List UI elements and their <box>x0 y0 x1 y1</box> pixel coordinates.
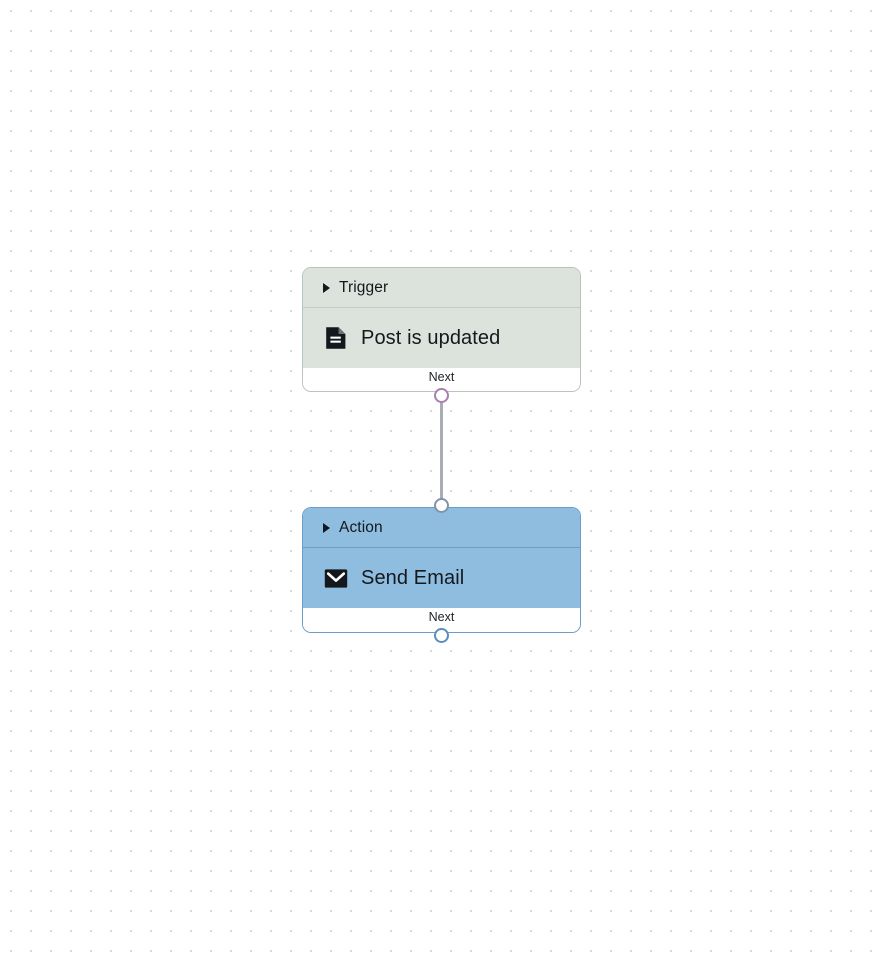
node-action-body[interactable]: Send Email <box>303 548 580 608</box>
chevron-right-icon[interactable] <box>323 282 330 293</box>
node-trigger-footer-label: Next <box>428 370 455 384</box>
node-trigger-title: Post is updated <box>361 326 501 349</box>
node-trigger[interactable]: Trigger Post is updated Next <box>302 267 581 392</box>
node-action[interactable]: Action Send Email Next <box>302 507 581 633</box>
port-action-source[interactable] <box>434 628 449 643</box>
node-trigger-header[interactable]: Trigger <box>303 268 580 307</box>
node-action-header-label: Action <box>339 518 383 536</box>
node-trigger-footer[interactable]: Next <box>303 368 580 391</box>
port-action-target[interactable] <box>434 498 449 513</box>
port-trigger-source[interactable] <box>434 388 449 403</box>
document-icon <box>323 325 349 351</box>
node-trigger-header-label: Trigger <box>339 278 389 296</box>
node-action-header[interactable]: Action <box>303 508 580 547</box>
node-action-footer-label: Next <box>428 610 455 624</box>
chevron-right-icon[interactable] <box>323 522 330 533</box>
node-trigger-body[interactable]: Post is updated <box>303 308 580 368</box>
envelope-icon <box>323 565 349 591</box>
node-action-divider <box>303 547 580 548</box>
node-trigger-divider <box>303 307 580 308</box>
node-action-title: Send Email <box>361 566 465 589</box>
